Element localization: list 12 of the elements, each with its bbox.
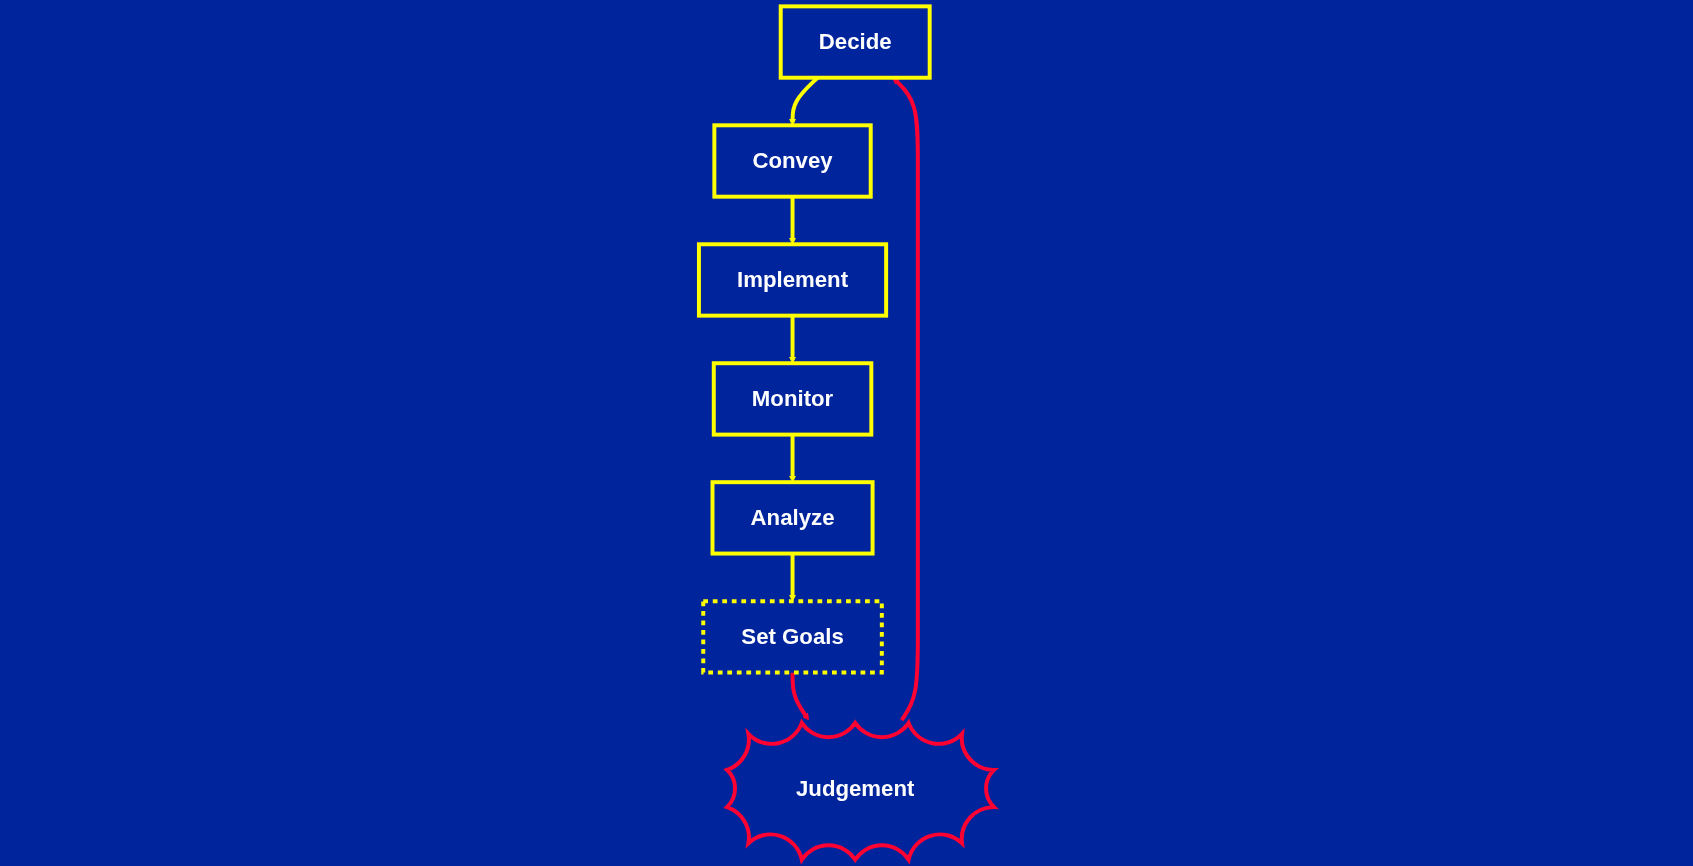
node-box: Set Goals [701,599,884,675]
arrow [892,77,920,722]
arrow [789,553,797,602]
node-box: Monitor [711,361,874,437]
arrow [789,196,797,245]
node-box: Decide [778,4,932,80]
node-box: Implement [696,242,889,318]
arrow [789,315,797,364]
node-box: Analyze [710,480,875,556]
node-box: Convey [712,123,873,199]
arrow [789,434,797,483]
arrow [790,672,810,721]
